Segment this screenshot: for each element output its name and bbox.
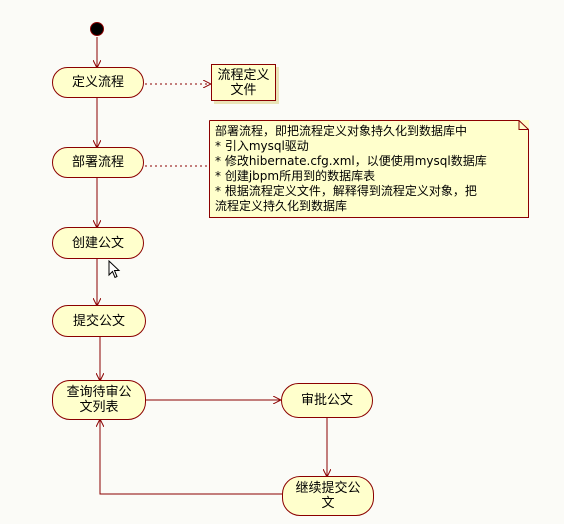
note-deploy-details[interactable]: 部署流程，即把流程定义对象持久化到数据库中 * 引入mysql驱动 * 修改hi… (209, 120, 529, 218)
activity-continue-submit[interactable]: 继续提交公 文 (282, 476, 374, 516)
artifact-process-definition-file-label: 流程定义 文件 (217, 68, 269, 98)
start-node[interactable] (90, 22, 104, 36)
note-border (209, 120, 529, 218)
query-pending-line2: 文列表 (79, 400, 119, 415)
mouse-cursor-icon (108, 260, 121, 279)
artifact-line2: 文件 (230, 82, 257, 98)
activity-deploy-process-label: 部署流程 (71, 155, 124, 170)
activity-create-document[interactable]: 创建公文 (52, 227, 144, 259)
activity-continue-submit-label: 继续提交公 文 (283, 481, 372, 511)
activity-approve-document[interactable]: 审批公文 (281, 383, 373, 418)
note-line-5: * 根据流程定义文件，解释得到流程定义对象，把 (215, 184, 477, 198)
activity-define-process-label: 定义流程 (71, 75, 124, 90)
edge-continue-to-query (100, 420, 282, 495)
activity-create-document-label: 创建公文 (71, 235, 124, 251)
activity-deploy-process[interactable]: 部署流程 (52, 147, 144, 178)
note-line-4: * 创建jbpm所用到的数据库表 (215, 169, 376, 183)
activity-query-pending-list-label: 查询待审公 文列表 (54, 385, 143, 415)
artifact-line1: 流程定义 (217, 67, 270, 83)
activity-query-pending-list[interactable]: 查询待审公 文列表 (52, 380, 146, 420)
activity-submit-document[interactable]: 提交公文 (52, 305, 146, 337)
note-line-3: * 修改hibernate.cfg.xml，以便使用mysql数据库 (215, 154, 487, 168)
continue-submit-line1: 继续提交公 (295, 481, 361, 496)
note-line-6: 流程定义持久化到数据库 (215, 199, 348, 213)
note-line-1: 部署流程，即把流程定义对象持久化到数据库中 (215, 124, 468, 138)
activity-define-process[interactable]: 定义流程 (52, 67, 144, 98)
note-line-2: * 引入mysql驱动 (215, 139, 309, 153)
activity-submit-document-label: 提交公文 (72, 313, 125, 329)
activity-approve-document-label: 审批公文 (300, 393, 353, 408)
artifact-process-definition-file[interactable]: 流程定义 文件 (211, 64, 276, 101)
continue-submit-line2: 文 (321, 496, 335, 511)
query-pending-line1: 查询待审公 (66, 385, 132, 400)
